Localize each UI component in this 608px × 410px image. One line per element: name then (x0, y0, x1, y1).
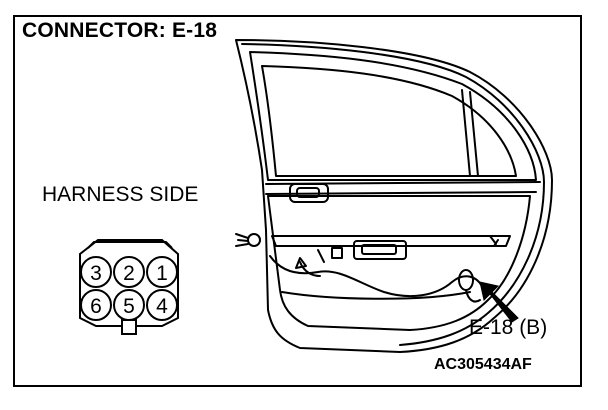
connector-pointer-arrow (479, 281, 519, 323)
connector-top-lock (87, 241, 173, 249)
rear-door-illustration (235, 39, 553, 353)
armrest (271, 235, 511, 247)
pin-label: 6 (90, 295, 102, 318)
window-inner (261, 65, 517, 177)
trim-screw (247, 233, 261, 247)
pin-1-circle (146, 256, 178, 288)
door-rear-edge-detail (489, 235, 499, 247)
inside-door-handle (289, 183, 329, 203)
pin-2-circle (113, 256, 145, 288)
window-division-bar-2 (469, 91, 479, 177)
harness-connector-small (331, 247, 343, 259)
pin-3-circle (80, 256, 112, 288)
belt-line-2 (265, 191, 537, 195)
pin-label: 2 (123, 262, 135, 285)
connector-face (79, 239, 179, 335)
window-outer (249, 51, 537, 181)
door-harness (269, 255, 483, 298)
connector-pin-labels: 3 2 1 6 5 4 (90, 262, 168, 318)
connector-title: CONNECTOR: E-18 (22, 19, 218, 42)
window-switch-inner (361, 244, 397, 255)
pin-5-circle (113, 289, 145, 321)
connector-e18-wire (465, 289, 481, 303)
pin-4-circle (146, 289, 178, 321)
pin-label: 4 (156, 295, 168, 318)
connector-e18-body (458, 269, 474, 291)
trim-screw-thread (235, 233, 249, 247)
door-trim-panel (267, 195, 531, 331)
harness-clip-2 (317, 249, 325, 263)
connector-bottom-key (121, 319, 137, 335)
pin-6-circle (80, 289, 112, 321)
pin-label: 5 (123, 295, 135, 318)
figure-code: AC305434AF (434, 356, 532, 373)
door-outer-frame (235, 39, 553, 353)
lower-trim-line (281, 291, 471, 300)
pin-label: 1 (156, 262, 168, 285)
harness-side-label: HARNESS SIDE (42, 183, 199, 206)
inside-door-handle-inner (296, 187, 320, 198)
harness-clip-1 (295, 257, 307, 269)
door-frame-inner-line (241, 43, 545, 346)
pin-label: 3 (90, 262, 102, 285)
window-switch (353, 240, 407, 260)
window-division-bar (461, 89, 471, 177)
door-harness-2 (299, 261, 321, 277)
